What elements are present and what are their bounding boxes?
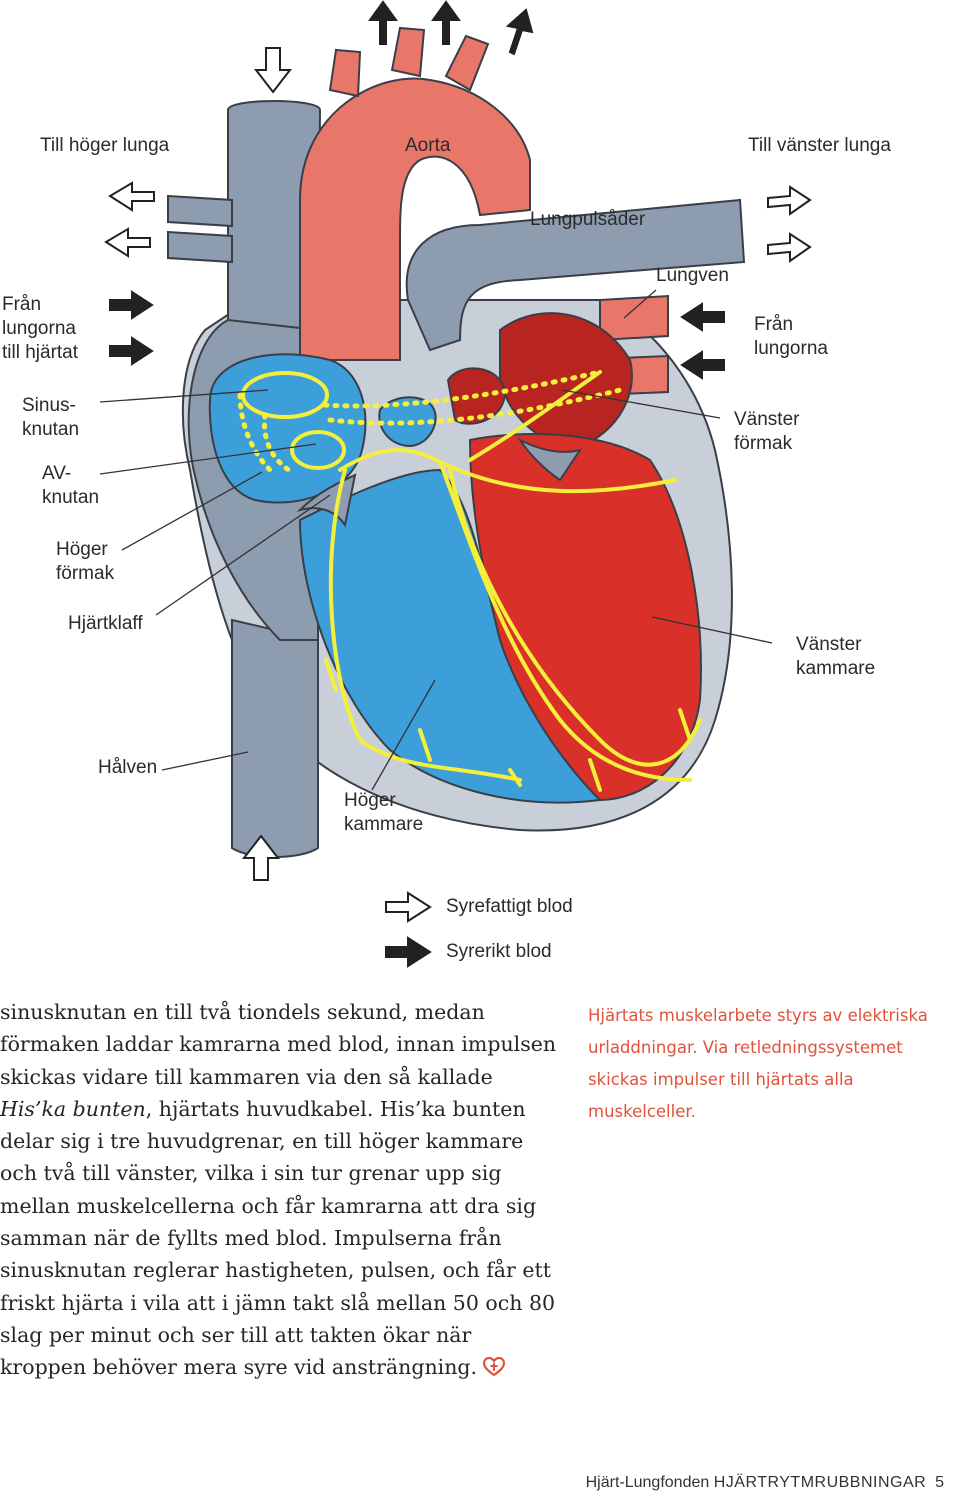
arrow-right-1 [767, 185, 812, 216]
conduction-system [237, 369, 702, 792]
body-text-part1: sinusknutan en till två tiondels sekund,… [0, 1000, 557, 1089]
arrow-right-2 [767, 232, 812, 263]
pulmonary-valve-region [378, 396, 437, 448]
label-fran-lungorna: Från lungorna [754, 314, 828, 359]
arrow-up-2 [431, 0, 461, 45]
label-hoger-kammare: Höger kammare [344, 790, 424, 835]
arrow-in-right-1 [680, 302, 725, 332]
label-hjartklaff: Hjärtklaff [68, 613, 143, 634]
footer-series: HJÄRTRYTMRUBBNINGAR [713, 1474, 927, 1491]
legend-deoxygenated-arrow [385, 891, 432, 923]
arrow-left-1 [108, 181, 155, 212]
label-hoger-formak: Höger förmak [56, 539, 115, 584]
label-till-vanster-lunga: Till vänster lunga [748, 135, 891, 156]
aorta [299, 77, 531, 361]
arrow-up-3 [505, 8, 534, 56]
aorta-branch-3 [444, 34, 490, 92]
right-pulmonary-branch-2 [167, 230, 233, 264]
inferior-vena-cava [231, 618, 319, 858]
arrow-in-right-2 [680, 350, 725, 380]
legend-oxygenated-arrow [385, 936, 432, 968]
arrow-left-2 [104, 227, 151, 258]
label-lungven: Lungven [656, 265, 729, 286]
label-aorta: Aorta [405, 135, 451, 156]
body-text-italic: His’ka bunten [0, 1096, 146, 1121]
left-ventricle [468, 433, 702, 802]
label-halven: Hålven [98, 757, 158, 778]
arrow-in-left-1 [109, 290, 154, 320]
right-pulmonary-branch-1 [167, 194, 233, 228]
label-lungpulsader: Lungpulsåder [530, 209, 646, 230]
label-pointer-lines [99, 289, 773, 791]
flow-arrows [104, 0, 812, 881]
label-fran-lungorna-till-hjartat: Från lungorna till hjärtat [2, 294, 79, 363]
aorta-branch-1 [328, 48, 362, 98]
heart-valve-left [517, 437, 583, 482]
label-vanster-kammare: Vänster kammare [796, 634, 876, 679]
side-note: Hjärtats muskelarbete styrs av elektrisk… [588, 1006, 928, 1121]
label-sinusknutan: Sinus- knutan [22, 395, 80, 440]
footer-separator [926, 1474, 935, 1491]
footer-publisher: Hjärt-Lungfonden [585, 1474, 714, 1491]
heart-logo-icon [483, 1357, 506, 1377]
legend-deoxygenated-label: Syrefattigt blod [446, 896, 573, 917]
legend-oxygenated-label: Syrerikt blod [446, 941, 552, 962]
body-text-part2: , hjärtats huvudkabel. His’ka bunten del… [0, 1096, 556, 1380]
heart-diagram [99, 0, 812, 968]
label-vanster-formak: Vänster förmak [734, 409, 800, 454]
left-pulmonary-vein-1 [599, 294, 669, 342]
arrow-down-top [253, 47, 293, 94]
arrow-in-left-2 [109, 336, 154, 366]
label-av-knutan: AV- knutan [42, 463, 100, 508]
arrow-up-1 [368, 0, 398, 45]
pulmonary-artery [405, 198, 746, 352]
page-number: 5 [935, 1474, 944, 1491]
aorta-branch-2 [390, 26, 426, 78]
label-till-hoger-lunga: Till höger lunga [40, 135, 170, 156]
arrow-up-bottom [241, 834, 281, 881]
page-footer: Hjärt-Lungfonden HJÄRTRYTMRUBBNINGAR 5 [586, 1474, 944, 1492]
body-paragraph: sinusknutan en till två tiondels sekund,… [0, 996, 560, 1384]
